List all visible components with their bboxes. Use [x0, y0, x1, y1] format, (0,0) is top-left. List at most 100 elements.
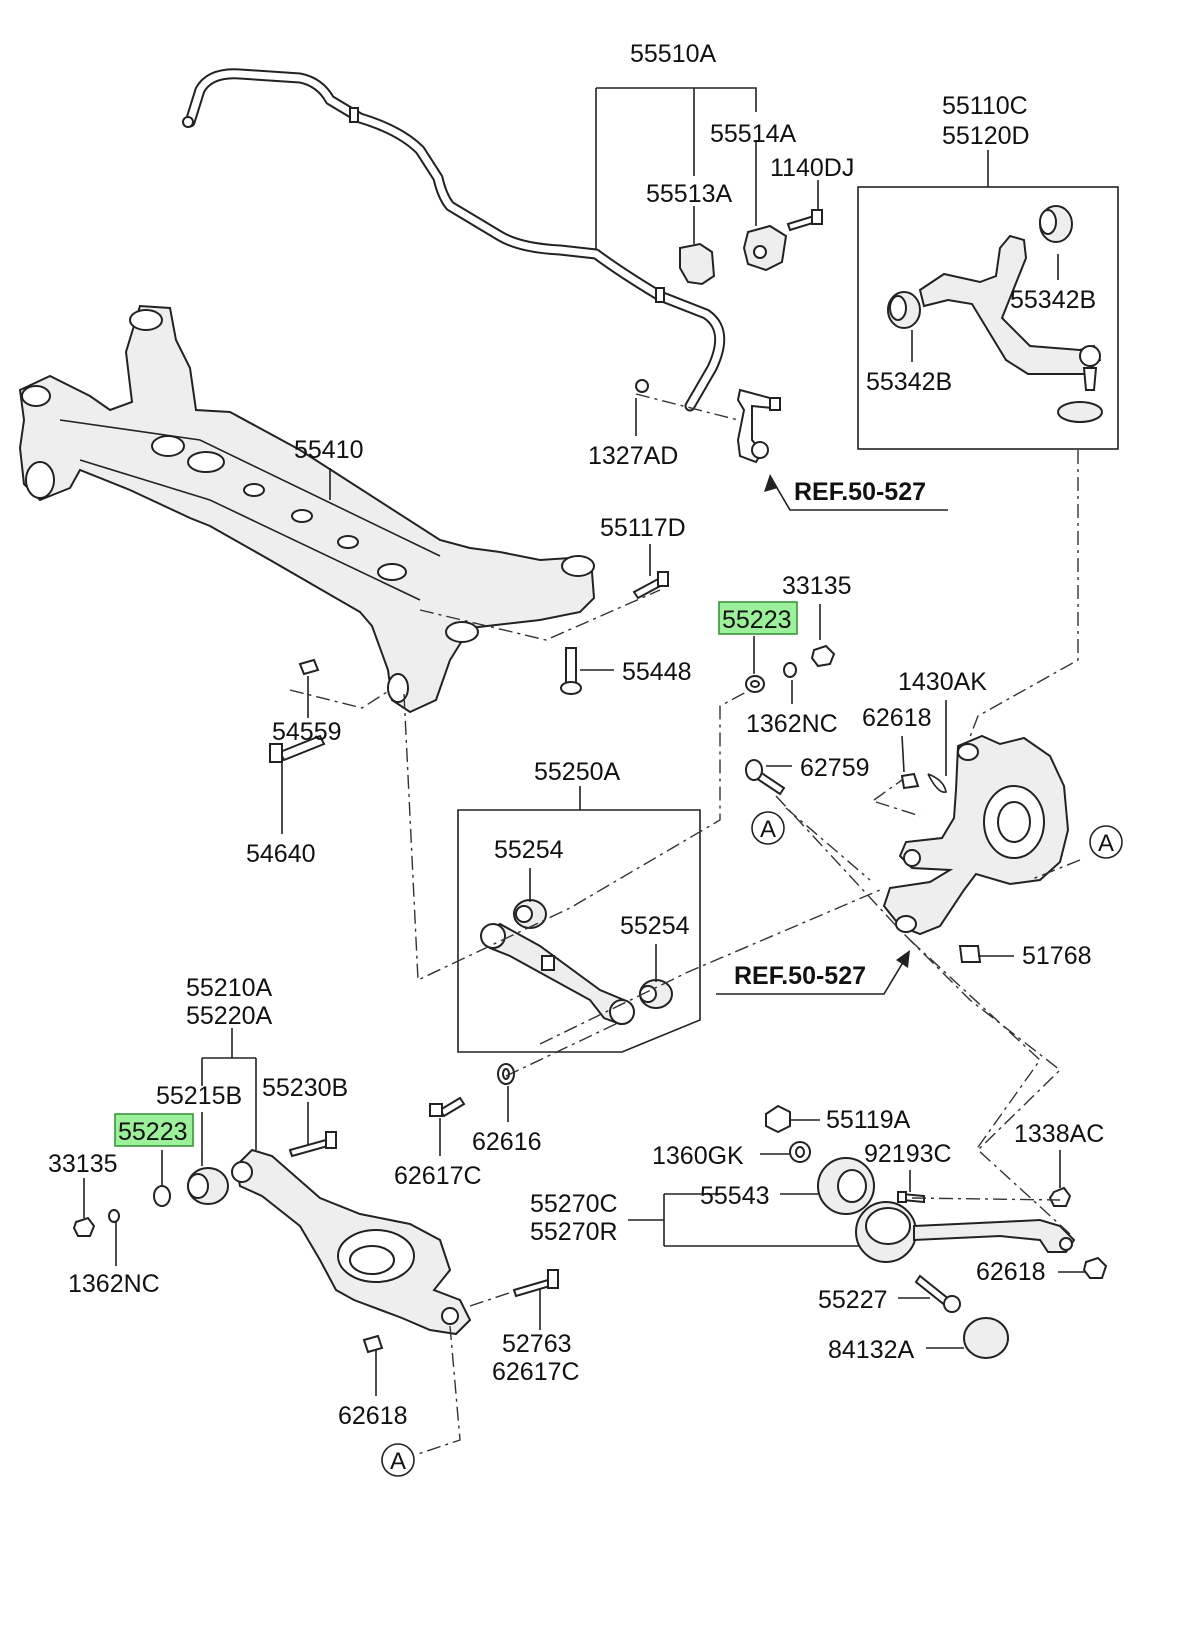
bushing-55543[interactable]	[817, 1157, 875, 1215]
assist-bushing-b[interactable]	[639, 979, 673, 1009]
part-label-55120d[interactable]: 55120D	[942, 122, 1030, 150]
knuckle[interactable]	[882, 734, 1070, 936]
part-label-52763[interactable]: 52763	[502, 1330, 572, 1358]
bolt-52763[interactable]	[512, 1269, 559, 1298]
bolt-62759[interactable]	[745, 759, 786, 796]
dashed-connectors	[289, 393, 1081, 1455]
lateral-link[interactable]	[855, 1201, 1076, 1263]
circle-marker-label: A	[760, 816, 776, 843]
circle-marker-label: A	[1098, 830, 1114, 857]
part-label-33135-upper[interactable]: 33135	[782, 572, 852, 600]
bolt-55448[interactable]	[560, 647, 582, 695]
upper-arm[interactable]	[918, 234, 1102, 391]
crossmember[interactable]	[18, 304, 596, 714]
circle-marker-a-left[interactable]: A	[751, 811, 785, 845]
stabilizer-bushing[interactable]	[679, 242, 716, 286]
upper-arm-bushing-left[interactable]	[887, 291, 921, 329]
part-label-55270r[interactable]: 55270R	[530, 1218, 618, 1246]
part-label-55543[interactable]: 55543	[700, 1182, 770, 1210]
part-label-62618-upper[interactable]: 62618	[862, 704, 932, 732]
part-label-55510a[interactable]: 55510A	[630, 40, 717, 68]
assist-arm[interactable]	[480, 922, 635, 1026]
circle-marker-a-bottom[interactable]: A	[381, 1443, 415, 1477]
part-label-55227[interactable]: 55227	[818, 1286, 888, 1314]
part-label-55210a[interactable]: 55210A	[186, 974, 273, 1002]
bolt-54640[interactable]	[269, 734, 326, 763]
part-label-55250a[interactable]: 55250A	[534, 758, 621, 786]
stabilizer-bar[interactable]	[182, 68, 726, 412]
part-label-55215b[interactable]: 55215B	[156, 1082, 242, 1110]
nut-1338ac[interactable]	[1048, 1186, 1072, 1207]
assist-bushing-a[interactable]	[513, 899, 547, 929]
part-label-55230b[interactable]: 55230B	[262, 1074, 348, 1102]
ref-label-upper[interactable]: REF.50-527	[794, 478, 926, 506]
ref-label-lower[interactable]: REF.50-527	[734, 962, 866, 990]
washer-1362nc-lower[interactable]	[108, 1209, 120, 1223]
washer-55223-upper[interactable]	[745, 675, 765, 693]
nut-62618-lower[interactable]	[362, 1334, 384, 1354]
washer-1362nc-upper[interactable]	[783, 662, 797, 678]
part-label-54640[interactable]: 54640	[246, 840, 316, 868]
part-label-62618-lateral[interactable]: 62618	[976, 1258, 1046, 1286]
part-label-55223-lower[interactable]: 55223	[118, 1118, 188, 1146]
part-label-1338ac[interactable]: 1338AC	[1014, 1120, 1104, 1148]
part-label-33135-lower[interactable]: 33135	[48, 1150, 118, 1178]
part-label-84132a[interactable]: 84132A	[828, 1336, 915, 1364]
part-label-55270c[interactable]: 55270C	[530, 1190, 618, 1218]
nut-54559[interactable]	[298, 658, 320, 676]
highlight-box-upper	[718, 601, 798, 635]
lower-arm[interactable]	[231, 1148, 472, 1336]
part-label-1430ak[interactable]: 1430AK	[898, 668, 987, 696]
part-label-55410[interactable]: 55410	[294, 436, 364, 464]
nut-55119a[interactable]	[765, 1104, 791, 1134]
part-label-55254-bottom[interactable]: 55254	[620, 912, 690, 940]
bolt-55117d[interactable]	[632, 571, 669, 600]
part-label-55254-top[interactable]: 55254	[494, 836, 564, 864]
part-label-62617c-lower[interactable]: 62617C	[492, 1358, 580, 1386]
cap-84132a[interactable]	[963, 1317, 1009, 1359]
part-label-92193c[interactable]: 92193C	[864, 1140, 952, 1168]
part-label-55342b-right[interactable]: 55342B	[1010, 286, 1096, 314]
part-label-51768[interactable]: 51768	[1022, 942, 1092, 970]
nut-62618-upper[interactable]	[900, 772, 920, 790]
part-label-55119a[interactable]: 55119A	[826, 1106, 911, 1134]
part-label-55220a[interactable]: 55220A	[186, 1002, 273, 1030]
part-label-54559[interactable]: 54559	[272, 718, 342, 746]
washer-55223-lower[interactable]	[153, 1185, 171, 1207]
circle-marker-label: A	[390, 1448, 406, 1475]
part-label-55342b-left[interactable]: 55342B	[866, 368, 952, 396]
circle-marker-a-right[interactable]: A	[1089, 825, 1123, 859]
washer-1360gk[interactable]	[789, 1141, 811, 1163]
bolt-62617c-upper[interactable]	[429, 1096, 466, 1118]
part-label-62618-lower[interactable]: 62618	[338, 1402, 408, 1430]
part-label-55117d[interactable]: 55117D	[600, 514, 686, 542]
stabilizer-bracket[interactable]	[742, 224, 788, 272]
part-label-55110c[interactable]: 55110C	[942, 92, 1028, 120]
part-label-1360gk[interactable]: 1360GK	[652, 1142, 744, 1170]
bolt-92193c[interactable]	[897, 1191, 925, 1204]
lower-arm-bushing[interactable]	[187, 1167, 229, 1205]
bolt-55230b[interactable]	[288, 1131, 337, 1158]
part-label-62617c-upper[interactable]: 62617C	[394, 1162, 482, 1190]
nut-33135-lower[interactable]	[72, 1216, 96, 1237]
part-label-1327ad[interactable]: 1327AD	[588, 442, 678, 470]
nut-62618-lateral[interactable]	[1082, 1256, 1108, 1279]
upper-arm-bushing-top[interactable]	[1039, 205, 1073, 243]
part-label-62759[interactable]: 62759	[800, 754, 870, 782]
part-label-55513a[interactable]: 55513A	[646, 180, 733, 208]
part-label-55223-upper[interactable]: 55223	[722, 606, 792, 634]
bracket-bolt[interactable]	[786, 209, 823, 232]
ball-joint-boot[interactable]	[1057, 401, 1103, 423]
part-label-55514a[interactable]: 55514A	[710, 120, 797, 148]
stabilizer-link[interactable]	[635, 379, 781, 464]
part-label-1362nc-upper[interactable]: 1362NC	[746, 710, 838, 738]
cotter-pin[interactable]	[927, 773, 947, 793]
nut-33135-upper[interactable]	[810, 644, 836, 668]
bolt-55227[interactable]	[914, 1274, 961, 1313]
part-label-1140dj[interactable]: 1140DJ	[770, 154, 854, 182]
nut-51768[interactable]	[958, 945, 982, 963]
part-label-55448[interactable]: 55448	[622, 658, 692, 686]
part-label-1362nc-lower[interactable]: 1362NC	[68, 1270, 160, 1298]
part-label-62616[interactable]: 62616	[472, 1128, 542, 1156]
